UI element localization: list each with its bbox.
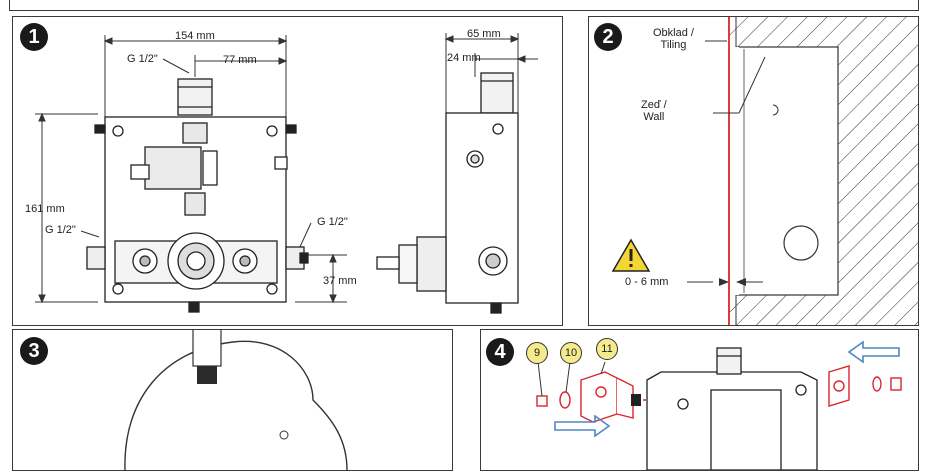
thread-top-label: G 1/2" <box>127 53 158 65</box>
callout-10: 10 <box>560 342 582 364</box>
gap-dimension-label: 0 - 6 mm <box>625 276 669 288</box>
step-1-badge: 1 <box>20 23 48 51</box>
thread-left-label: G 1/2" <box>45 224 76 236</box>
wall-label: Zeď / Wall <box>641 99 667 123</box>
thread-right-label: G 1/2" <box>317 216 348 228</box>
top-frame <box>9 0 919 11</box>
tiling-label: Obklad / Tiling <box>653 27 694 51</box>
valve-box-drawing <box>35 33 538 314</box>
wall-section-drawing <box>611 17 918 325</box>
panel-step-4: 4 <box>480 329 919 471</box>
dim-side-offset: 24 mm <box>447 52 481 64</box>
callout-11: 11 <box>596 338 618 360</box>
installation-drawing <box>124 330 348 470</box>
panel-step-1: 1 <box>12 16 563 326</box>
step-3-badge: 3 <box>20 337 48 365</box>
panel-step-2: 2 Obklad / Tiling Zeď / Wall 0 - 6 mm <box>588 16 919 326</box>
dim-height: 161 mm <box>25 203 65 215</box>
dim-width-total: 154 mm <box>175 30 215 42</box>
panel-step-3: 3 <box>12 329 453 471</box>
dim-side-depth: 65 mm <box>467 28 501 40</box>
callout-9: 9 <box>526 342 548 364</box>
step-2-badge: 2 <box>594 23 622 51</box>
step-4-badge: 4 <box>486 338 514 366</box>
dim-bottom-offset: 37 mm <box>323 275 357 287</box>
dim-width-half: 77 mm <box>223 54 257 66</box>
